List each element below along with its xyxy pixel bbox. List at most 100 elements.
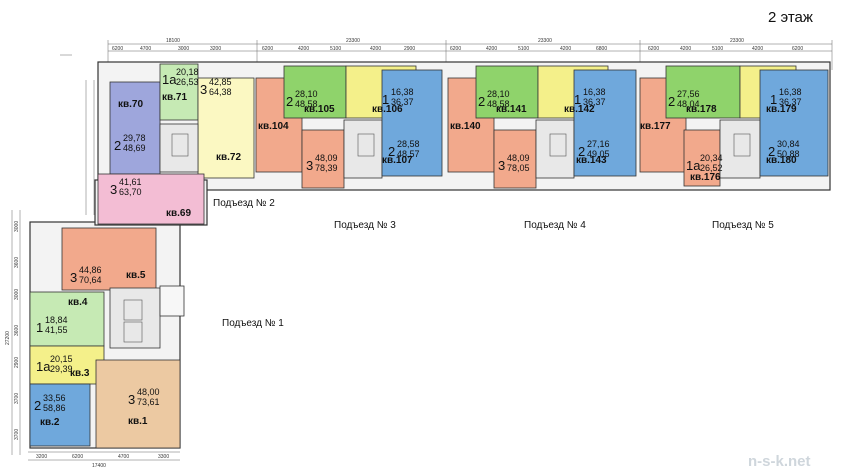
apartment-number: кв.4	[68, 297, 88, 308]
entrance-4-label: Подъезд № 4	[524, 220, 586, 231]
room-count: 2	[388, 144, 395, 159]
apartment-number: кв.178	[686, 104, 717, 115]
dimension-value: 4200	[560, 46, 571, 52]
total-area: 64,38	[209, 87, 232, 97]
apt-143	[573, 69, 637, 177]
dimension-value: 4200	[370, 46, 381, 52]
total-area: 48,69	[123, 143, 146, 153]
living-area: 18,84	[45, 315, 68, 325]
apartment-number: кв.70	[118, 99, 143, 110]
total-area: 48,58	[295, 99, 318, 109]
top-dimension-text: 18100 23300 23300 23300	[166, 38, 744, 44]
entrance-5-block	[639, 65, 829, 187]
dimension-value: 3600	[14, 257, 20, 268]
stair-markers	[123, 133, 751, 343]
dimension-value: 3700	[14, 429, 20, 440]
apartment-number: кв.177	[640, 121, 671, 132]
dim-bottom-4: 3300	[158, 454, 169, 460]
dim-bottom-total: 17400	[92, 463, 106, 469]
stair-3	[343, 119, 383, 179]
apartment-number: кв.106	[372, 104, 403, 115]
living-area: 28,10	[487, 89, 510, 99]
total-area: 73,61	[137, 397, 160, 407]
dimension-value: 3000	[14, 289, 20, 300]
room-count: 1а	[686, 158, 701, 173]
dimension-value: 4200	[680, 46, 691, 52]
total-area: 78,05	[507, 163, 530, 173]
apartment-number: кв.71	[162, 92, 187, 103]
apartment-number: кв.104	[258, 121, 289, 132]
entrance-1-label: Подъезд № 1	[222, 318, 284, 329]
room-count: 3	[200, 82, 207, 97]
living-area: 30,84	[777, 139, 800, 149]
total-area: 48,04	[677, 99, 700, 109]
apt-70	[109, 81, 161, 175]
apartment-number: кв.5	[126, 270, 146, 281]
total-area: 29,39	[50, 364, 73, 374]
total-area: 48,57	[397, 149, 420, 159]
total-area: 26,52	[700, 163, 723, 173]
apartment-number: кв.1	[128, 416, 148, 427]
total-area: 58,86	[43, 403, 66, 413]
apartment-number: кв.140	[450, 121, 481, 132]
entrance-1-block	[29, 227, 185, 449]
apartment-info: кв.177	[640, 121, 671, 132]
dim-top-total-3: 23300	[538, 38, 552, 44]
entrance-2-label: Подъезд № 2	[213, 198, 275, 209]
entrance-labels: Подъезд № 1 Подъезд № 2 Подъезд № 3 Подъ…	[213, 198, 774, 329]
apt-140-lower	[493, 129, 537, 189]
dimension-value: 6200	[450, 46, 461, 52]
room-count: 1а	[162, 72, 177, 87]
total-area: 49,05	[587, 149, 610, 159]
apartment-number: кв.180	[766, 155, 797, 166]
room-count: 2	[578, 144, 585, 159]
entrance-5-label: Подъезд № 5	[712, 220, 774, 231]
apartment-number: кв.142	[564, 104, 595, 115]
apt-107	[381, 69, 443, 177]
apt-178	[665, 65, 741, 119]
living-area: 48,09	[507, 153, 530, 163]
dimension-value: 4200	[752, 46, 763, 52]
apartment-number: кв.2	[40, 417, 60, 428]
room-count: 3	[306, 158, 313, 173]
apartment-number: кв.179	[766, 104, 797, 115]
entrance-4-block	[447, 65, 637, 189]
room-count: 1	[770, 92, 777, 107]
apartment-info: кв.104	[258, 121, 289, 132]
living-area: 48,00	[137, 387, 160, 397]
dim-top-total-4: 23300	[730, 38, 744, 44]
dim-left-total: 27200	[5, 331, 11, 345]
total-area: 48,58	[487, 99, 510, 109]
living-area: 20,15	[50, 354, 73, 364]
dimension-value: 4700	[140, 46, 151, 52]
apartment-number: кв.107	[382, 155, 413, 166]
entrance-3-label: Подъезд № 3	[334, 220, 396, 231]
living-area: 29,78	[123, 133, 146, 143]
room-count: 1	[382, 92, 389, 107]
living-area: 28,10	[295, 89, 318, 99]
apartment-number: кв.69	[166, 208, 191, 219]
dimension-value: 2900	[14, 357, 20, 368]
total-area: 36,37	[391, 97, 414, 107]
apartment-number: кв.143	[576, 155, 607, 166]
room-count: 3	[128, 392, 135, 407]
dim-bottom-3: 4700	[118, 454, 129, 460]
entrance-3-block	[255, 65, 443, 189]
dimension-value: 3000	[14, 221, 20, 232]
living-area: 27,16	[587, 139, 610, 149]
living-area: 16,38	[779, 87, 802, 97]
apt-1	[95, 359, 181, 449]
